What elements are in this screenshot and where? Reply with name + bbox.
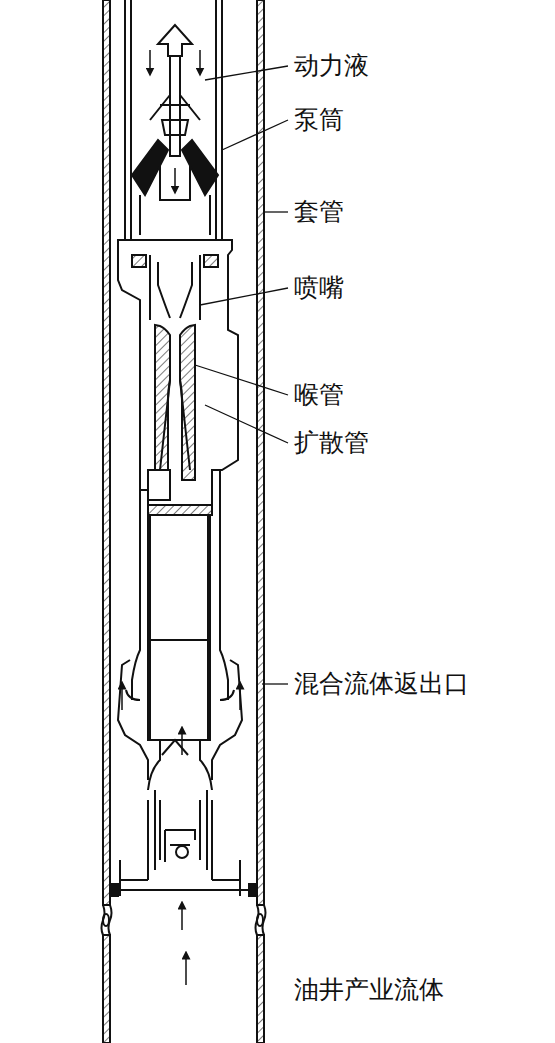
return-port <box>118 660 242 790</box>
flow-arrow <box>122 685 240 985</box>
check-valve <box>120 790 240 890</box>
flow-arrow <box>150 50 200 190</box>
leader-line <box>195 66 288 684</box>
part-label: 喉管 <box>294 380 344 410</box>
pump-barrel <box>125 0 222 240</box>
fishing-head <box>132 25 218 235</box>
part-label: 套管 <box>294 197 344 227</box>
throat <box>160 335 190 470</box>
part-label: 混合流体返出口 <box>294 669 469 699</box>
part-label: 泵筒 <box>294 105 344 135</box>
pump-seat <box>110 880 257 896</box>
part-label: 喷嘴 <box>294 273 344 303</box>
part-label: 动力液 <box>294 51 369 81</box>
nozzle <box>158 262 192 318</box>
part-label: 扩散管 <box>294 428 369 458</box>
pump-body <box>118 240 238 740</box>
casing <box>102 0 266 1043</box>
part-label: 油井产业流体 <box>294 975 444 1005</box>
